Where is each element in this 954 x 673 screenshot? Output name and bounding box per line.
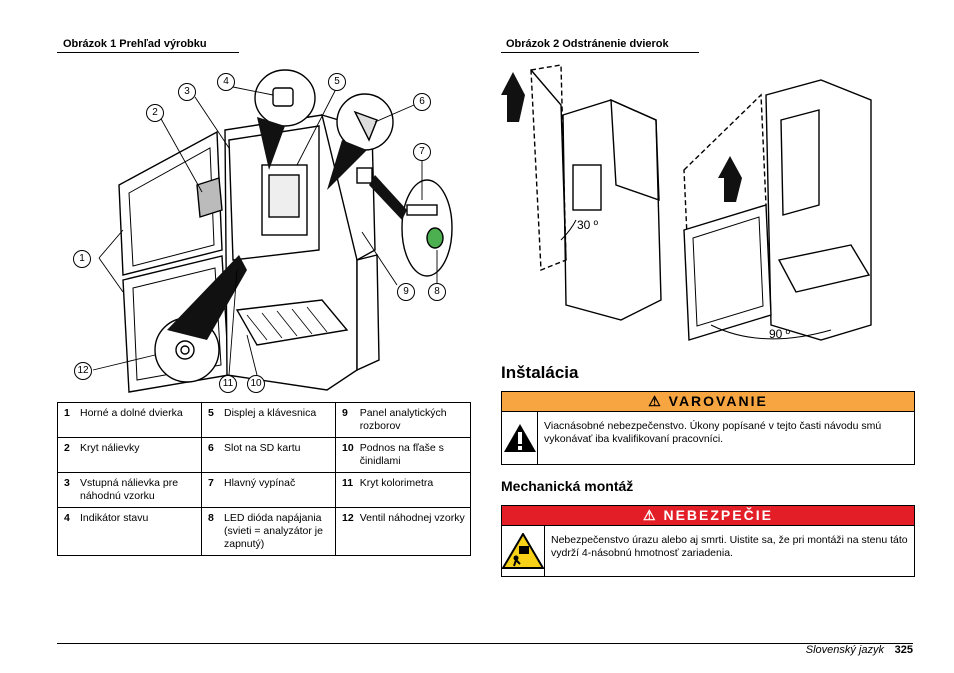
legend-text: Kryt kolorimetra [356, 472, 471, 508]
callout-6: 6 [413, 93, 431, 111]
mech-heading: Mechanická montáž [501, 478, 634, 494]
table-row: 3 Vstupná nálievka pre náhodnú vzorku 7 … [57, 472, 471, 508]
install-heading: Inštalácia [501, 363, 579, 382]
legend-num: 8 [201, 507, 221, 556]
legend-text: Panel analytických rozborov [356, 402, 471, 438]
upper-door [118, 130, 223, 276]
callout-3: 3 [178, 83, 196, 101]
callout-1: 1 [73, 250, 91, 268]
warning-triangle-icon: ⚠ [648, 393, 663, 409]
callout-8: 8 [428, 283, 446, 301]
up-arrow-right-icon [718, 156, 742, 202]
figure2-title: Obrázok 2 Odstránenie dvierok [506, 38, 669, 50]
legend-text: LED dióda napájania (svieti = analyzátor… [221, 507, 336, 556]
danger-triangle-icon: ⚠ [643, 507, 658, 523]
crush-hazard-icon [502, 526, 545, 576]
legend-text: Hlavný vypínač [221, 472, 336, 508]
cabinet-side-lower [356, 254, 380, 372]
danger-text: Nebezpečenstvo úrazu alebo aj smrti. Uis… [551, 534, 908, 559]
legend-num: 11 [334, 472, 357, 508]
figure1-title-rule [57, 52, 239, 53]
warning-header: ⚠ VAROVANIE [502, 392, 914, 412]
legend-text: Slot na SD kartu [221, 437, 336, 473]
legend-num: 1 [57, 402, 77, 438]
right-tray [777, 244, 871, 293]
angle-90-label: 90 º [769, 327, 791, 341]
callout-9: 9 [397, 283, 415, 301]
footer-language: Slovenský jazyk [805, 644, 884, 656]
power-switch-zoom [401, 179, 453, 277]
legend-num: 5 [201, 402, 221, 438]
table-row: 2 Kryt nálievky 6 Slot na SD kartu 10 Po… [57, 437, 471, 473]
warning-text: Viacnásobné nebezpečenstvo. Úkony popísa… [544, 420, 882, 445]
callout-2: 2 [146, 104, 164, 122]
callout-12: 12 [74, 362, 92, 380]
legend-text: Indikátor stavu [77, 507, 202, 556]
callout-10: 10 [247, 375, 265, 393]
callout-4: 4 [217, 73, 235, 91]
legend-num: 4 [57, 507, 77, 556]
figure1-legend-table: 1 Horné a dolné dvierka 5 Displej a kláv… [57, 402, 471, 556]
legend-text: Kryt nálievky [77, 437, 202, 473]
legend-num: 12 [334, 507, 357, 556]
legend-text: Vstupná nálievka pre náhodnú vzorku [77, 472, 202, 508]
left-display [572, 164, 602, 211]
open-door [683, 204, 772, 341]
danger-label: NEBEZPEČIE [663, 507, 773, 523]
legend-text: Ventil náhodnej vzorky [356, 507, 471, 556]
door-removal-illustration [501, 64, 872, 341]
main-switch [356, 167, 373, 184]
callout-7: 7 [413, 143, 431, 161]
callout-5: 5 [328, 73, 346, 91]
legend-num: 6 [201, 437, 221, 473]
warning-label: VAROVANIE [668, 393, 768, 409]
legend-text: Displej a klávesnica [221, 402, 336, 438]
legend-text: Podnos na fľaše s činidlami [356, 437, 471, 473]
callout-11: 11 [219, 375, 237, 393]
legend-num: 10 [334, 437, 357, 473]
danger-header: ⚠ NEBEZPEČIE [502, 506, 914, 526]
product-overview-illustration [92, 69, 453, 393]
table-row: 1 Horné a dolné dvierka 5 Displej a kláv… [57, 402, 471, 438]
power-led [426, 227, 444, 249]
figure1-title: Obrázok 1 Prehľad výrobku [63, 38, 207, 50]
up-arrow-left-icon [501, 72, 525, 122]
table-row: 4 Indikátor stavu 8 LED dióda napájania … [57, 507, 471, 556]
funnel-cover [196, 177, 223, 218]
legend-num: 7 [201, 472, 221, 508]
angle-30-label: 30 º [577, 218, 599, 232]
danger-box: ⚠ NEBEZPEČIE Nebezpečenstvo úrazu alebo … [501, 505, 915, 577]
legend-num: 2 [57, 437, 77, 473]
footer-rule [57, 643, 913, 644]
legend-text: Horné a dolné dvierka [77, 402, 202, 438]
warning-box: ⚠ VAROVANIE Viacnásobné nebezpečenstvo. … [501, 391, 915, 465]
footer-page-number: 325 [894, 644, 913, 656]
figure2-title-rule [501, 52, 699, 53]
legend-num: 9 [334, 402, 357, 438]
legend-num: 3 [57, 472, 77, 508]
warning-exclamation-icon [502, 412, 539, 464]
reagent-tray [235, 299, 349, 346]
